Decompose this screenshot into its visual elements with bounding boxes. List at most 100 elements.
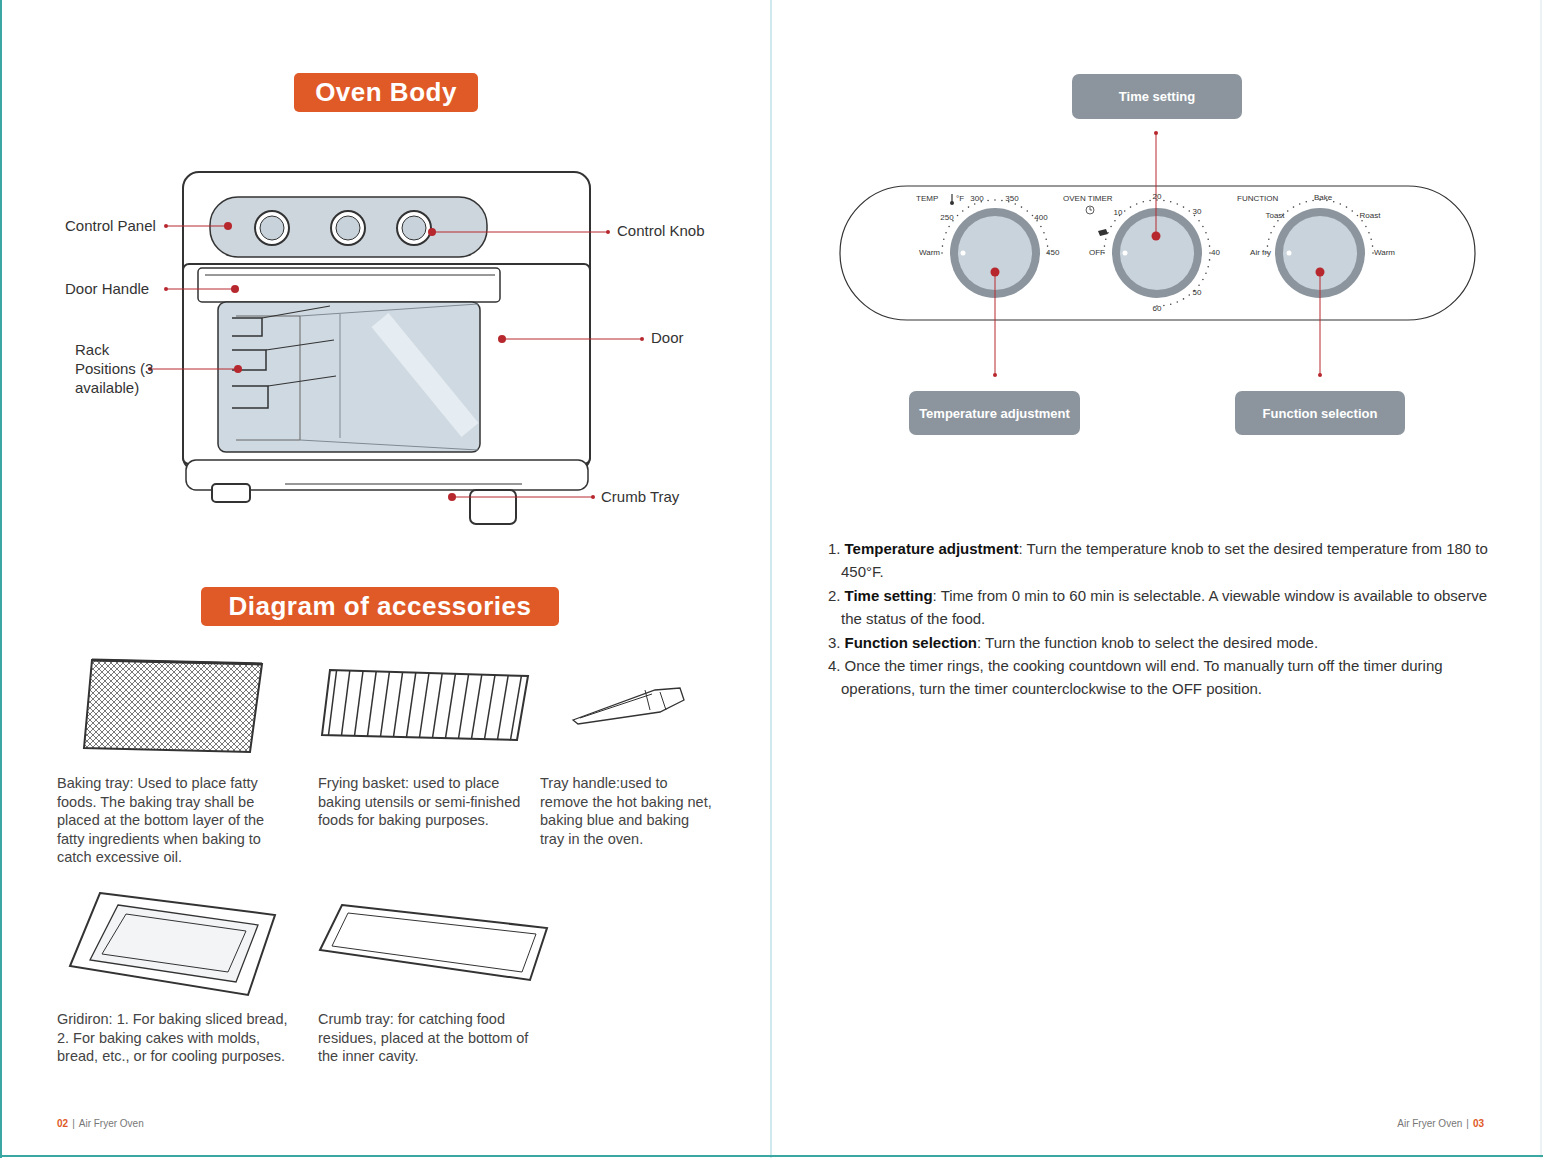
accessory-drawings-part-part [433, 673, 443, 737]
section-title: Diagram of accessories [229, 591, 532, 622]
control-panel-drawing-part-part [942, 245, 944, 247]
callout-text: Time setting [1119, 89, 1195, 104]
control-panel-drawing-part-part [1372, 252, 1374, 254]
leader-line-part [1154, 131, 1158, 135]
leader-line-part [498, 335, 506, 343]
dial-label: TEMP [916, 194, 938, 204]
dial-label: 450 [1046, 248, 1059, 258]
leader-line-part [502, 339, 642, 340]
page-footer: Air Fryer Oven|03 [1397, 1118, 1488, 1130]
control-panel-drawing-part-part [1346, 206, 1348, 208]
leader-line-part [234, 365, 242, 373]
leader-line-part [1316, 268, 1325, 277]
accessory-caption: Crumb tray: for catching food residues, … [318, 1010, 540, 1066]
accessory-drawings-part [84, 660, 262, 752]
control-panel-drawing-part-part [1047, 245, 1049, 247]
accessory-drawings-part-part [511, 676, 522, 740]
list-number: 1. [828, 540, 841, 557]
control-panel-drawing [840, 186, 1475, 320]
section-banner: Oven Body [294, 73, 478, 112]
accessory-drawings-part-part [355, 671, 364, 736]
callout-box: Function selection [1235, 391, 1405, 435]
control-panel-drawing-part-part [1198, 284, 1200, 286]
control-panel-drawing-part-part [1163, 200, 1165, 202]
dial-label: 350 [1005, 194, 1018, 204]
leader-line-part [591, 495, 595, 499]
leader-line-part [150, 369, 238, 370]
control-panel-drawing-part [840, 186, 1475, 320]
control-panel-drawing-part-part [1188, 294, 1190, 296]
leader-line-part [166, 289, 235, 290]
accessory-caption: Frying basket: used to place baking uten… [318, 774, 526, 830]
accessory-caption: Baking tray: Used to place fatty foods. … [57, 774, 295, 867]
control-panel-drawing-part [961, 251, 966, 256]
oven-drawing-part [183, 264, 590, 464]
control-panel-drawing-part-part [1170, 201, 1172, 203]
control-panel-drawing-part-part [1170, 303, 1172, 305]
accessory-drawings-part-part [368, 671, 377, 736]
control-panel-drawing-part-part [941, 252, 943, 254]
control-panel-drawing-part-part [1209, 245, 1211, 247]
accessory-drawings-part-part [381, 672, 390, 737]
control-panel-drawing-part-part [1188, 210, 1190, 212]
accessory-drawings-part [580, 690, 666, 718]
leader-line-part [231, 285, 239, 293]
control-panel-drawing-part-part [1021, 206, 1023, 208]
control-panel-drawing-part [1098, 229, 1108, 236]
control-panel-drawing-part-part [1365, 226, 1367, 228]
control-panel-drawing-part-part [1163, 305, 1165, 307]
dial-label: 40 [1211, 248, 1220, 258]
list-number: 2. [828, 587, 841, 604]
leader-line [991, 131, 1325, 377]
leader-line-part [991, 268, 1000, 277]
control-panel-drawing-part-part [1124, 210, 1126, 212]
instruction-text: Once the timer rings, the cooking countd… [841, 657, 1443, 697]
oven-drawing-part [198, 268, 500, 302]
leader-line-part [993, 373, 997, 377]
accessory-drawings-part [329, 670, 522, 740]
instruction-item: 2.Time setting: Time from 0 min to 60 mi… [828, 584, 1506, 630]
control-panel-drawing-part-part [1333, 201, 1335, 203]
footer-text: | [72, 1118, 75, 1129]
control-panel-drawing-part-part [987, 200, 989, 202]
control-panel-drawing-part-part [1207, 238, 1209, 240]
control-panel-drawing-part [1090, 207, 1092, 210]
term-heading: Function selection [845, 634, 978, 651]
leader-line-part [428, 228, 436, 236]
accessory-caption: Gridiron: 1. For baking sliced bread, 2.… [57, 1010, 295, 1066]
list-number: 4. [828, 657, 841, 674]
accessory-drawings-part [322, 670, 528, 740]
instruction-item: 1.Temperature adjustment: Turn the tempe… [828, 537, 1506, 583]
part-label: Control Panel [65, 217, 156, 235]
leader-line-part [640, 337, 644, 341]
leader-line-part [448, 493, 456, 501]
control-panel-drawing-part-part [1202, 226, 1204, 228]
term-heading: Temperature adjustment [845, 540, 1019, 557]
oven-drawing-part [470, 490, 516, 524]
control-panel-drawing-part-part [1110, 226, 1112, 228]
control-panel-drawing-part-part [1176, 301, 1178, 303]
accessory-drawings-part-part [329, 670, 337, 735]
control-panel-drawing-part-part [945, 232, 947, 234]
dial-label: Air fry [1250, 248, 1271, 258]
leader-line-part [995, 272, 996, 375]
control-panel-drawing-part-part [1136, 203, 1138, 205]
leader-line-part [224, 222, 232, 230]
callout-box: Temperature adjustment [909, 391, 1080, 435]
control-panel-drawing-part-part [1014, 203, 1016, 205]
control-panel-drawing-part-part [1209, 259, 1211, 261]
leader-line-part [432, 232, 608, 233]
control-panel-drawing-part-part [1205, 232, 1207, 234]
accessory-drawings-part-part [498, 675, 509, 739]
oven-drawing-part [331, 211, 365, 245]
control-panel-drawing-part-part [1209, 252, 1211, 254]
control-panel-drawing-part-part [1045, 238, 1047, 240]
control-panel-drawing-part-part [1114, 220, 1116, 222]
oven-drawing-part [218, 302, 480, 452]
control-panel-drawing-part-part [1357, 215, 1359, 217]
oven-drawing-part [285, 483, 522, 484]
control-panel-drawing-part-part [1105, 238, 1107, 240]
page-frame-part [0, 1155, 1543, 1157]
control-panel-drawing-part-part [1299, 203, 1301, 205]
